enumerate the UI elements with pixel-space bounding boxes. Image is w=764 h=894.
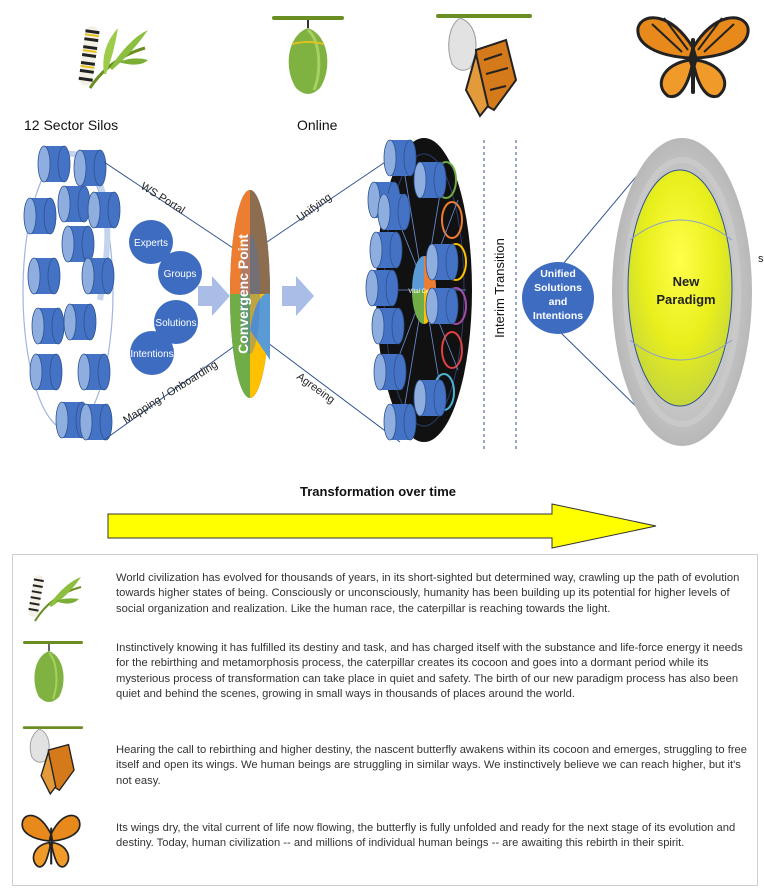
cocoon-icon [23,641,83,702]
mapping-onboarding-label: Mapping / Onboarding [121,359,220,427]
agreeing-label: Agreeing [294,371,337,407]
svg-text:Intentions: Intentions [130,349,173,360]
edge-fragment: s [758,253,764,265]
svg-text:Unified: Unified [540,268,576,280]
story-text: Instinctively knowing it has fulfilled i… [116,642,743,701]
svg-text:Solutions: Solutions [155,318,196,329]
online-hub: Vital Center [365,138,472,442]
story-row: Hearing the call to rebirthing and highe… [13,721,757,805]
butterfly-icon [21,814,81,868]
story-row: Instinctively knowing it has fulfilled i… [13,635,757,715]
svg-text:Intentions: Intentions [533,310,583,322]
butterfly-stage-icon [636,16,750,99]
story-row: Its wings dry, the vital current of life… [13,801,757,881]
transformation-arrow [107,503,657,549]
unified-solutions-bubble: Unified Solutions and Intentions [522,262,594,334]
svg-text:Solutions: Solutions [534,282,582,294]
sector-silos-label: 12 Sector Silos [24,117,119,133]
bubble-experts: Experts [129,220,173,264]
new-paradigm-sphere: New Paradigm [612,138,752,446]
svg-text:Paradigm: Paradigm [656,292,715,307]
svg-text:and: and [549,296,568,308]
caterpillar-stage-icon [78,26,148,89]
story-text: World civilization has evolved for thous… [116,572,740,615]
bubble-groups: Groups [158,251,202,295]
bubble-solutions: Solutions [154,300,198,344]
svg-text:New: New [673,274,701,289]
online-label: Online [297,117,338,133]
emerging-butterfly-icon [22,726,84,796]
cocoon-stage-icon [272,16,344,94]
story-panel: World civilization has evolved for thous… [12,554,758,886]
interim-transition-label: Interim Transition [492,238,507,338]
transformation-label: Transformation over time [300,484,457,499]
story-text: Its wings dry, the vital current of life… [116,822,736,850]
vital-center-badge: Vital Center [408,289,439,295]
svg-text:Groups: Groups [164,269,197,280]
transformation-diagram: Experts Groups Solutions Intentions WS P… [22,138,764,452]
story-row: World civilization has evolved for thous… [13,561,757,625]
convergence-point-label: Convergenc Point [235,234,251,354]
convergence-point-disc [230,190,270,398]
svg-text:Experts: Experts [134,238,168,249]
bubble-intentions: Intentions [130,331,174,375]
story-text: Hearing the call to rebirthing and highe… [116,744,748,787]
ws-portal-label: WS Portal [138,180,186,216]
emerging-butterfly-stage-icon [436,14,532,118]
caterpillar-icon [28,575,82,622]
unifying-label: Unifying [295,191,334,224]
